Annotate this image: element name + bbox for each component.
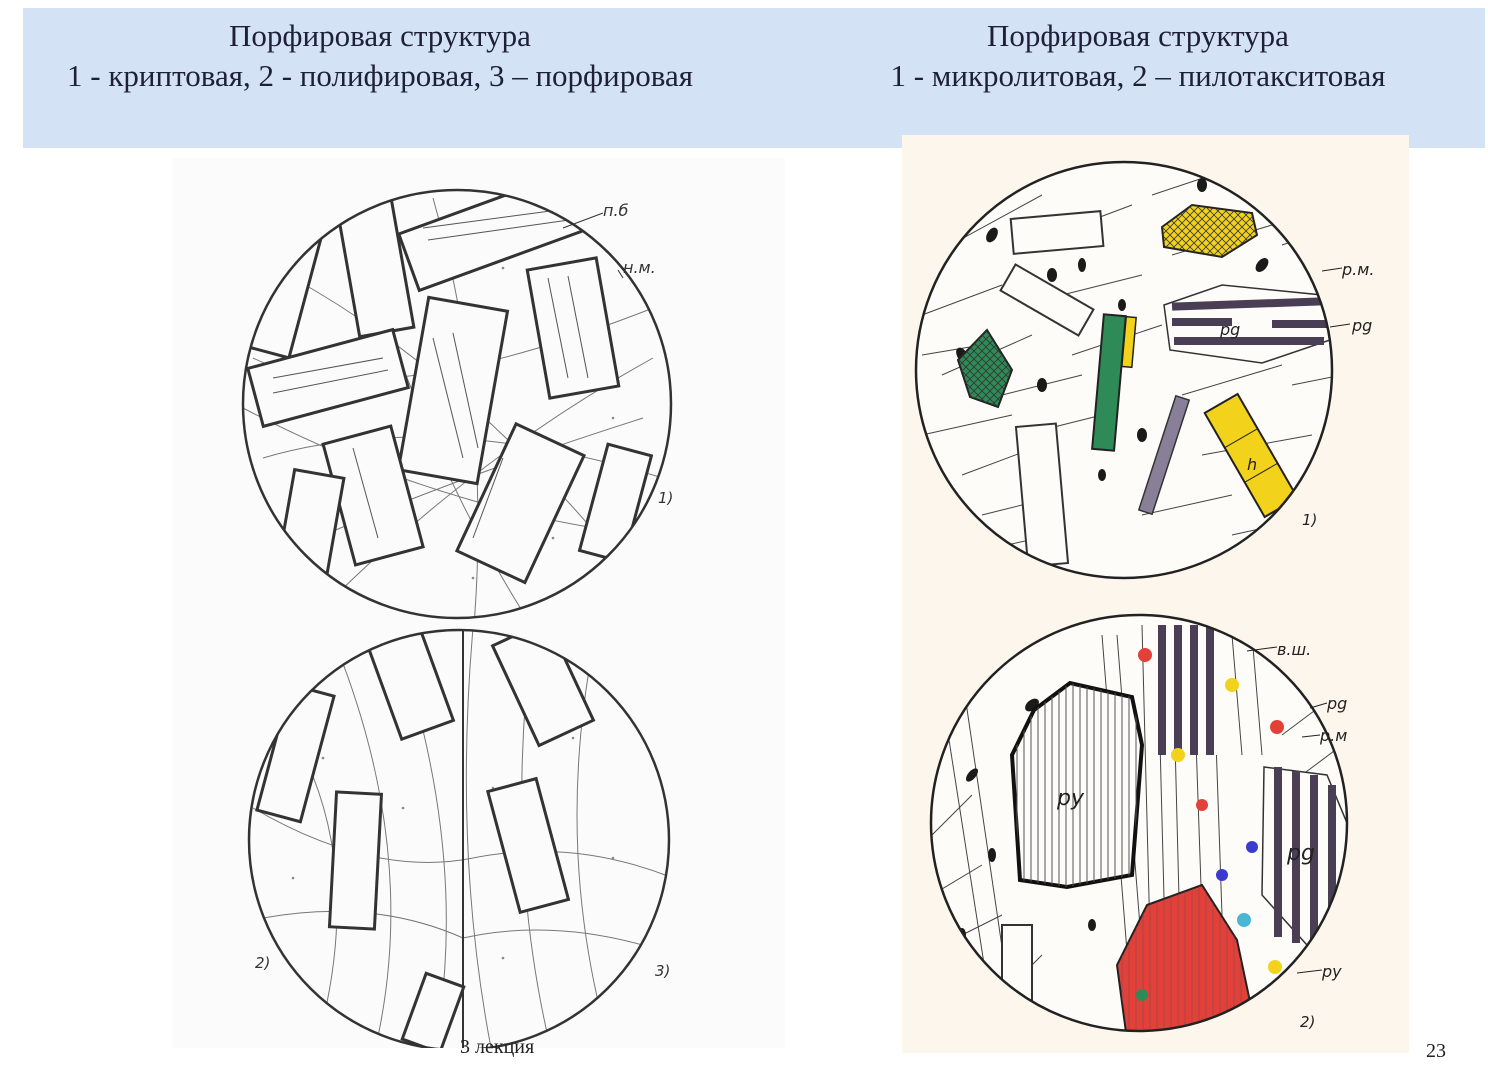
label-ru-inner: ру bbox=[1056, 786, 1085, 811]
label-rg-top: рg bbox=[1351, 316, 1372, 335]
title-right: Порфировая структура 1 - микролитовая, 2… bbox=[828, 16, 1448, 96]
ru-crystal-outline bbox=[1009, 680, 1145, 890]
pilotaxitic-outline bbox=[929, 613, 1349, 1033]
label-3: 3) bbox=[655, 962, 670, 980]
left-figure-svg: п.б н.м. 1) bbox=[241, 188, 673, 1048]
title-left-line2: 1 - криптовая, 2 - полифировая, 3 – порф… bbox=[67, 58, 693, 93]
cryptic-structure-circle bbox=[243, 190, 671, 618]
microlitic-structure-circle bbox=[916, 162, 1332, 578]
label-h: h bbox=[1247, 455, 1257, 474]
right-figure-svg: рg h р.м. рg 1) bbox=[914, 160, 1374, 1033]
label-1: 1) bbox=[658, 489, 673, 507]
dark-striped-crystal-top bbox=[1163, 284, 1331, 364]
polyphyric-outline bbox=[247, 628, 671, 1048]
label-rg-bottom: рg bbox=[1326, 694, 1347, 713]
title-right-line2: 1 - микролитовая, 2 – пилотакситовая bbox=[890, 58, 1386, 93]
label-1-right: 1) bbox=[1302, 511, 1317, 529]
pilotaxitic-structure-circle bbox=[931, 615, 1347, 1031]
microlitic-outline bbox=[914, 160, 1334, 580]
label-rg-inner-bottom: рg bbox=[1286, 841, 1315, 866]
label-ru-bottom: ру bbox=[1321, 962, 1342, 981]
label-2-right: 2) bbox=[1300, 1013, 1315, 1031]
title-right-line1: Порфировая структура bbox=[987, 18, 1289, 53]
label-nm: н.м. bbox=[623, 258, 656, 277]
label-vsh: в.ш. bbox=[1277, 640, 1311, 659]
label-rm-bottom: р.м bbox=[1319, 726, 1347, 745]
title-left: Порфировая структура 1 - криптовая, 2 - … bbox=[0, 16, 760, 96]
label-rm-top: р.м. bbox=[1341, 260, 1374, 279]
cryptic-outline bbox=[241, 188, 673, 620]
label-pb: п.б bbox=[603, 201, 629, 220]
yellow-mineral-prism bbox=[1203, 392, 1299, 519]
left-figure-panel: п.б н.м. 1) bbox=[173, 158, 785, 1048]
right-figure-panel: рg h р.м. рg 1) bbox=[902, 135, 1409, 1053]
title-left-line1: Порфировая структура bbox=[229, 18, 531, 53]
page-number: 23 bbox=[1426, 1040, 1446, 1062]
dark-striped-crystal-right bbox=[1261, 766, 1347, 946]
polyphyric-structure-circle bbox=[252, 630, 669, 1048]
label-2: 2) bbox=[255, 954, 270, 972]
label-rg-inner-top: рg bbox=[1219, 320, 1240, 339]
footer-lecture: 3 лекция bbox=[460, 1036, 535, 1058]
green-mineral-prism bbox=[1091, 313, 1127, 452]
slide-header bbox=[23, 8, 1485, 148]
dark-striped-crystal-bottom bbox=[1152, 625, 1222, 755]
